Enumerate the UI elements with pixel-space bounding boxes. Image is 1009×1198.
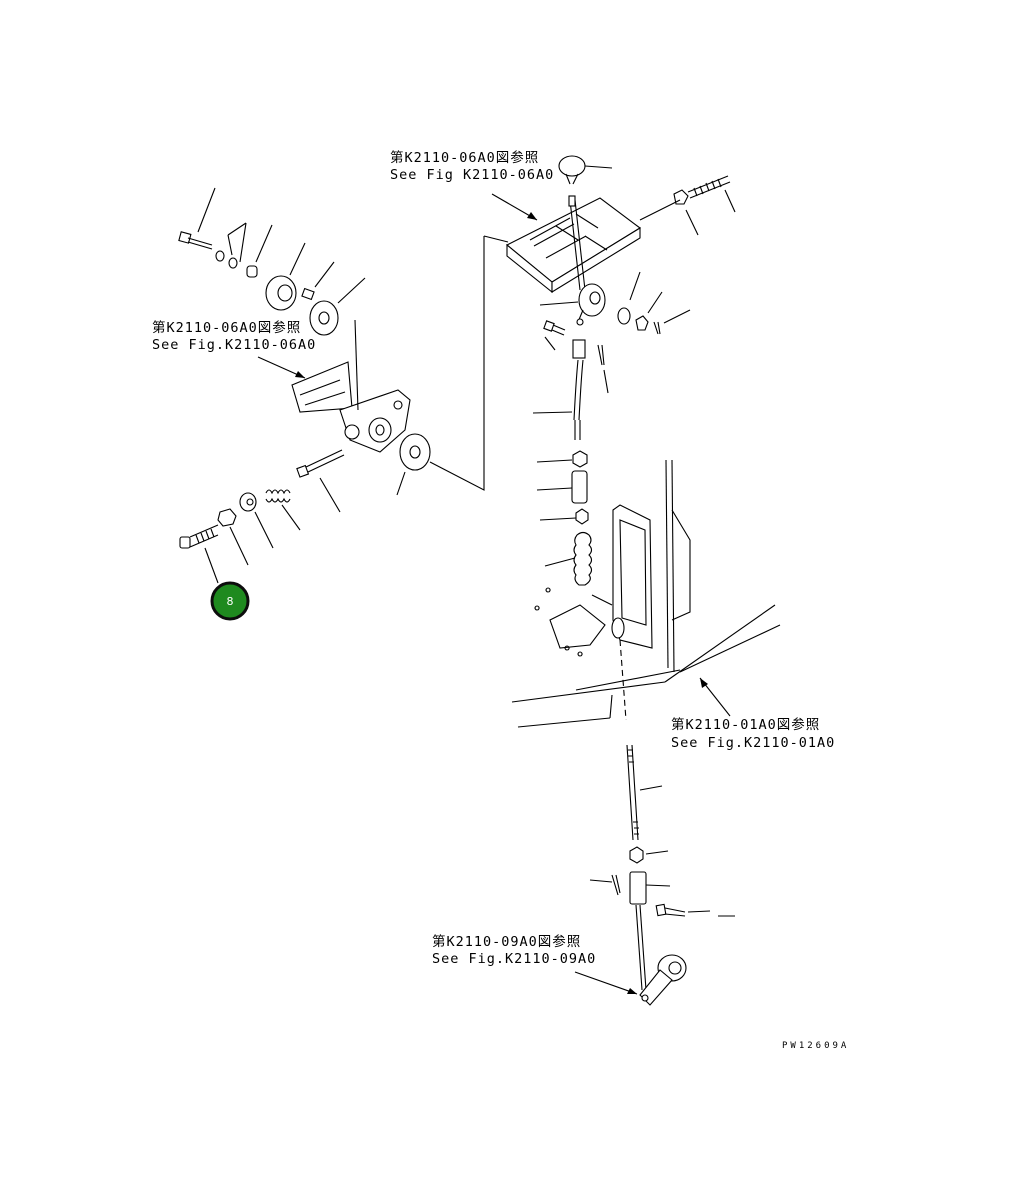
right-top-assembly [505,155,736,586]
callout-badge-label: 8 [227,595,234,608]
callout-badge-circle[interactable] [210,581,250,621]
callout-badge[interactable]: 8 [210,581,250,621]
connector-line [429,236,485,491]
lower-linkage [589,744,735,1006]
ref-top-jp: 第K2110-06A0図参照 [390,149,539,166]
ref-bottom-en: See Fig.K2110-09A0 [432,951,596,967]
left-assembly [178,187,431,584]
console-floor [511,459,781,728]
ref-top-en: See Fig K2110-06A0 [390,167,554,183]
drawing-code: PW12609A [782,1041,849,1051]
ref-left-en: See Fig.K2110-06A0 [152,337,316,353]
ref-bottom-jp: 第K2110-09A0図参照 [432,933,581,950]
ref-right-jp: 第K2110-01A0図参照 [671,716,820,733]
ref-arrows [257,193,731,995]
ref-right-en: See Fig.K2110-01A0 [671,735,835,751]
ref-left-jp: 第K2110-06A0図参照 [152,319,301,336]
